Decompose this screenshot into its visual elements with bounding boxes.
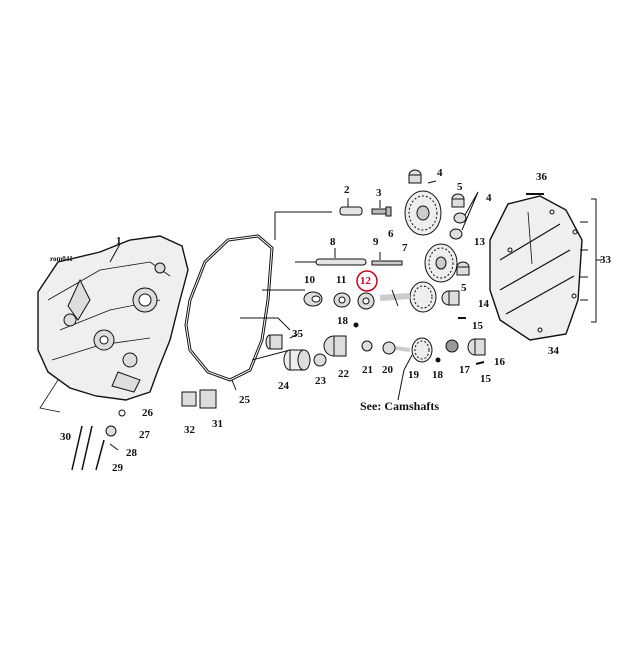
- part-label-27: 27: [139, 429, 150, 441]
- part-label-3: 3: [376, 187, 382, 199]
- part-label-25: 25: [239, 394, 250, 406]
- part-label-10: 10: [304, 274, 315, 286]
- part-label-22: 22: [338, 368, 349, 380]
- part-label-20: 20: [382, 364, 393, 376]
- part-label-7: 7: [402, 242, 408, 254]
- part-label-16: 16: [494, 356, 505, 368]
- crankcase-part-1: [37, 235, 189, 413]
- part-label-11: 11: [336, 274, 347, 286]
- part-label-1: 1: [116, 235, 122, 247]
- part-label-13: 13: [474, 236, 485, 248]
- part-label-26: 26: [142, 407, 153, 419]
- part-label-4b: 4: [486, 192, 492, 204]
- part-label-12: 12: [360, 275, 371, 287]
- part-label-34: 34: [548, 345, 559, 357]
- part-label-33: 33: [600, 254, 611, 266]
- part-label-24: 24: [278, 380, 289, 392]
- cam-gear-6: [404, 190, 442, 236]
- gear-cover-part-34: [489, 193, 583, 341]
- figure-code: rom041: [50, 255, 73, 263]
- part-label-15: 15: [472, 320, 483, 332]
- part-label-23: 23: [315, 375, 326, 387]
- part-label-32: 32: [184, 424, 195, 436]
- part-label-19: 19: [408, 369, 419, 381]
- cam-gear-7: [424, 243, 458, 283]
- part-label-4: 4: [437, 167, 443, 179]
- part-label-18: 18: [337, 315, 348, 327]
- highlight-circle-12: [356, 270, 378, 292]
- part-label-14: 14: [478, 298, 489, 310]
- part-label-36: 36: [536, 171, 547, 183]
- pinion-gear-24: [283, 349, 311, 371]
- part-label-9: 9: [373, 236, 379, 248]
- part-label-28: 28: [126, 447, 137, 459]
- part-label-29: 29: [112, 462, 123, 474]
- part-label-21: 21: [362, 364, 373, 376]
- part-label-17: 17: [459, 364, 470, 376]
- part-label-30: 30: [60, 431, 71, 443]
- part-label-35: 35: [292, 328, 303, 340]
- part-label-18b: 18: [432, 369, 443, 381]
- part-label-15b: 15: [480, 373, 491, 385]
- cam-gear-19: [379, 281, 437, 363]
- part-label-2: 2: [344, 184, 350, 196]
- part-label-5: 5: [457, 181, 463, 193]
- figure-caption: See: Camshafts: [360, 399, 439, 413]
- part-label-31: 31: [212, 418, 223, 430]
- part-label-6: 6: [388, 228, 394, 240]
- part-label-5b: 5: [461, 282, 467, 294]
- part-label-8: 8: [330, 236, 336, 248]
